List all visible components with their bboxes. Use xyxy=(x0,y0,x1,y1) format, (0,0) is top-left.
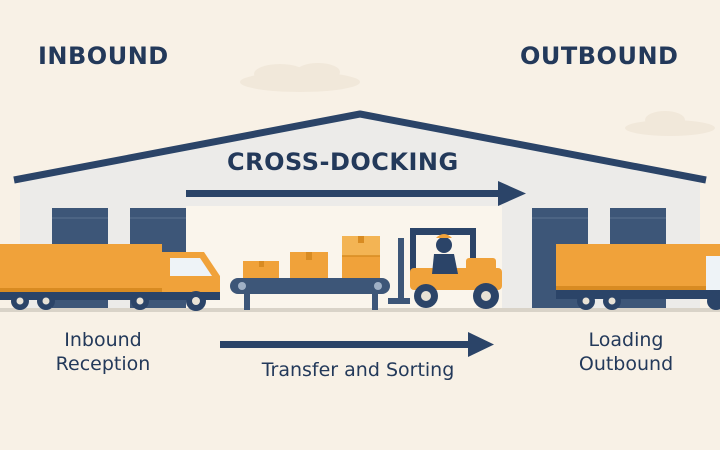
inbound-reception-label: Inbound Reception xyxy=(28,328,178,376)
cloud-icon xyxy=(625,111,715,136)
forklift-icon xyxy=(388,228,502,309)
cross-docking-title: CROSS-DOCKING xyxy=(227,148,459,176)
loading-outbound-label: Loading Outbound xyxy=(556,328,696,376)
outbound-heading: OUTBOUND xyxy=(520,42,679,70)
conveyor-icon xyxy=(230,278,390,310)
loading-outbound-line2: Outbound xyxy=(578,353,674,375)
cloud-icon xyxy=(240,63,360,92)
arrow-right-icon xyxy=(186,181,526,206)
box-icon xyxy=(342,236,380,278)
ground xyxy=(0,308,720,312)
box-icon xyxy=(243,261,279,278)
truck-icon xyxy=(0,244,220,311)
truck-icon xyxy=(556,244,720,310)
inbound-heading: INBOUND xyxy=(38,42,169,70)
inbound-reception-line2: Reception xyxy=(55,353,151,375)
inbound-reception-line1: Inbound xyxy=(64,329,142,351)
arrow-right-icon xyxy=(220,332,494,357)
box-icon xyxy=(290,252,328,278)
transfer-sorting-label: Transfer and Sorting xyxy=(261,359,455,381)
loading-outbound-line1: Loading xyxy=(588,329,664,351)
